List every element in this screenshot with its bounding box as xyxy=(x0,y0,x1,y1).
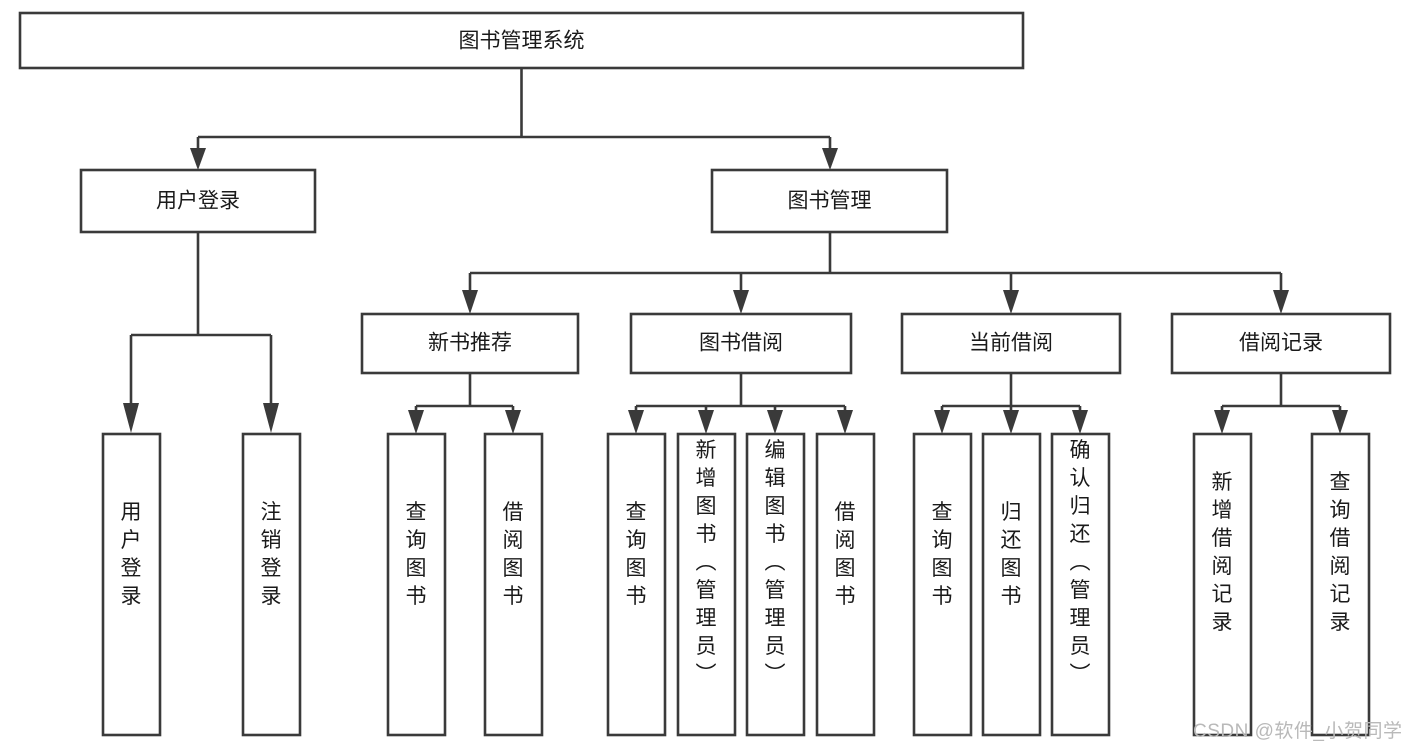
node-current-borrow-label: 当前借阅 xyxy=(969,332,1053,355)
node-leaf-user-logout-box[interactable] xyxy=(241,432,302,737)
node-leaf-return-book[interactable]: 归还图书 xyxy=(981,432,1042,737)
node-leaf-query-book-1-label: 查询图书 xyxy=(406,501,427,608)
node-leaf-query-book-3-box[interactable] xyxy=(912,432,973,737)
node-leaf-query-book-1-box[interactable] xyxy=(386,432,447,737)
node-book-manage-label: 图书管理 xyxy=(788,190,872,213)
arrow-to-leaf-add-record xyxy=(1214,410,1230,434)
node-leaf-query-book-2[interactable]: 查询图书 xyxy=(606,432,667,737)
node-root-box[interactable] xyxy=(18,11,1025,70)
node-user-login[interactable]: 用户登录 xyxy=(79,168,317,234)
node-book-manage-box[interactable] xyxy=(710,168,949,234)
node-leaf-user-logout-label: 注销登录 xyxy=(261,501,282,608)
arrow-to-new-book-recommend xyxy=(462,290,478,314)
node-user-login-label: 用户登录 xyxy=(156,190,240,213)
node-leaf-edit-book-label: 编辑图书︵管理员︶ xyxy=(765,439,786,686)
node-leaf-confirm-return-box[interactable] xyxy=(1050,432,1111,737)
node-user-login-box[interactable] xyxy=(79,168,317,234)
node-leaf-add-book-label: 新增图书︵管理员︶ xyxy=(696,439,717,686)
node-leaf-query-book-2-label: 查询图书 xyxy=(626,501,647,608)
node-leaf-user-login[interactable]: 用户登录 xyxy=(101,432,162,737)
node-leaf-add-record-label: 新增借阅记录 xyxy=(1212,471,1233,634)
node-current-borrow-box[interactable] xyxy=(900,312,1122,375)
arrow-to-leaf-add-book xyxy=(698,410,714,434)
connector-group xyxy=(123,68,1348,434)
arrow-to-leaf-borrow-book-1 xyxy=(505,410,521,434)
node-leaf-borrow-book-1-label: 借阅图书 xyxy=(503,501,524,608)
node-leaf-add-book[interactable]: 新增图书︵管理员︶ xyxy=(676,432,737,737)
node-root-label: 图书管理系统 xyxy=(459,30,585,53)
node-leaf-return-book-box[interactable] xyxy=(981,432,1042,737)
node-leaf-query-record[interactable]: 查询借阅记录 xyxy=(1310,432,1371,737)
arrow-to-book-borrow xyxy=(733,290,749,314)
node-book-borrow-label: 图书借阅 xyxy=(699,332,783,355)
node-leaf-query-book-2-box[interactable] xyxy=(606,432,667,737)
arrow-to-leaf-confirm-return xyxy=(1072,410,1088,434)
node-leaf-edit-book-box[interactable] xyxy=(745,432,806,737)
node-leaf-edit-book[interactable]: 编辑图书︵管理员︶ xyxy=(745,432,806,737)
arrow-to-leaf-query-book-2 xyxy=(628,410,644,434)
arrow-to-leaf-query-book-3 xyxy=(934,410,950,434)
node-borrow-record-label: 借阅记录 xyxy=(1239,332,1323,355)
arrow-to-user-login xyxy=(190,148,206,170)
csdn-watermark: CSDN @软件_小贺同学 xyxy=(1193,720,1402,742)
node-book-borrow-box[interactable] xyxy=(629,312,853,375)
node-leaf-borrow-book-2[interactable]: 借阅图书 xyxy=(815,432,876,737)
node-leaf-user-login-label: 用户登录 xyxy=(121,501,142,608)
node-leaf-confirm-return[interactable]: 确认归还︵管理员︶ xyxy=(1050,432,1111,737)
arrow-to-leaf-borrow-book-2 xyxy=(837,410,853,434)
node-leaf-add-record[interactable]: 新增借阅记录 xyxy=(1192,432,1253,737)
arrow-to-book-manage xyxy=(822,148,838,170)
arrow-to-borrow-record xyxy=(1273,290,1289,314)
arrow-to-leaf-edit-book xyxy=(767,410,783,434)
node-leaf-query-record-box[interactable] xyxy=(1310,432,1371,737)
node-leaf-query-book-3-label: 查询图书 xyxy=(932,501,953,608)
node-leaf-query-book-1[interactable]: 查询图书 xyxy=(386,432,447,737)
arrow-to-leaf-user-logout xyxy=(263,403,279,433)
node-leaf-borrow-book-1-box[interactable] xyxy=(483,432,544,737)
node-new-book-recommend-label: 新书推荐 xyxy=(428,332,512,355)
node-new-book-recommend-box[interactable] xyxy=(360,312,580,375)
node-leaf-add-record-box[interactable] xyxy=(1192,432,1253,737)
node-leaf-query-record-label: 查询借阅记录 xyxy=(1330,471,1351,634)
node-leaf-confirm-return-label: 确认归还︵管理员︶ xyxy=(1070,439,1091,686)
arrow-to-leaf-user-login xyxy=(123,403,139,433)
arrow-to-leaf-query-record xyxy=(1332,410,1348,434)
node-root[interactable]: 图书管理系统 xyxy=(18,11,1025,70)
arrow-to-current-borrow xyxy=(1003,290,1019,314)
arrow-to-leaf-query-book-1 xyxy=(408,410,424,434)
node-leaf-user-login-box[interactable] xyxy=(101,432,162,737)
arrow-to-leaf-return-book xyxy=(1003,410,1019,434)
node-current-borrow[interactable]: 当前借阅 xyxy=(900,312,1122,375)
node-new-book-recommend[interactable]: 新书推荐 xyxy=(360,312,580,375)
node-leaf-user-logout[interactable]: 注销登录 xyxy=(241,432,302,737)
node-book-borrow[interactable]: 图书借阅 xyxy=(629,312,853,375)
node-leaf-borrow-book-2-label: 借阅图书 xyxy=(835,501,856,608)
node-leaf-borrow-book-2-box[interactable] xyxy=(815,432,876,737)
node-leaf-return-book-label: 归还图书 xyxy=(1001,501,1022,608)
node-book-manage[interactable]: 图书管理 xyxy=(710,168,949,234)
node-borrow-record-box[interactable] xyxy=(1170,312,1392,375)
node-borrow-record[interactable]: 借阅记录 xyxy=(1170,312,1392,375)
node-leaf-borrow-book-1[interactable]: 借阅图书 xyxy=(483,432,544,737)
node-leaf-query-book-3[interactable]: 查询图书 xyxy=(912,432,973,737)
node-leaf-add-book-box[interactable] xyxy=(676,432,737,737)
